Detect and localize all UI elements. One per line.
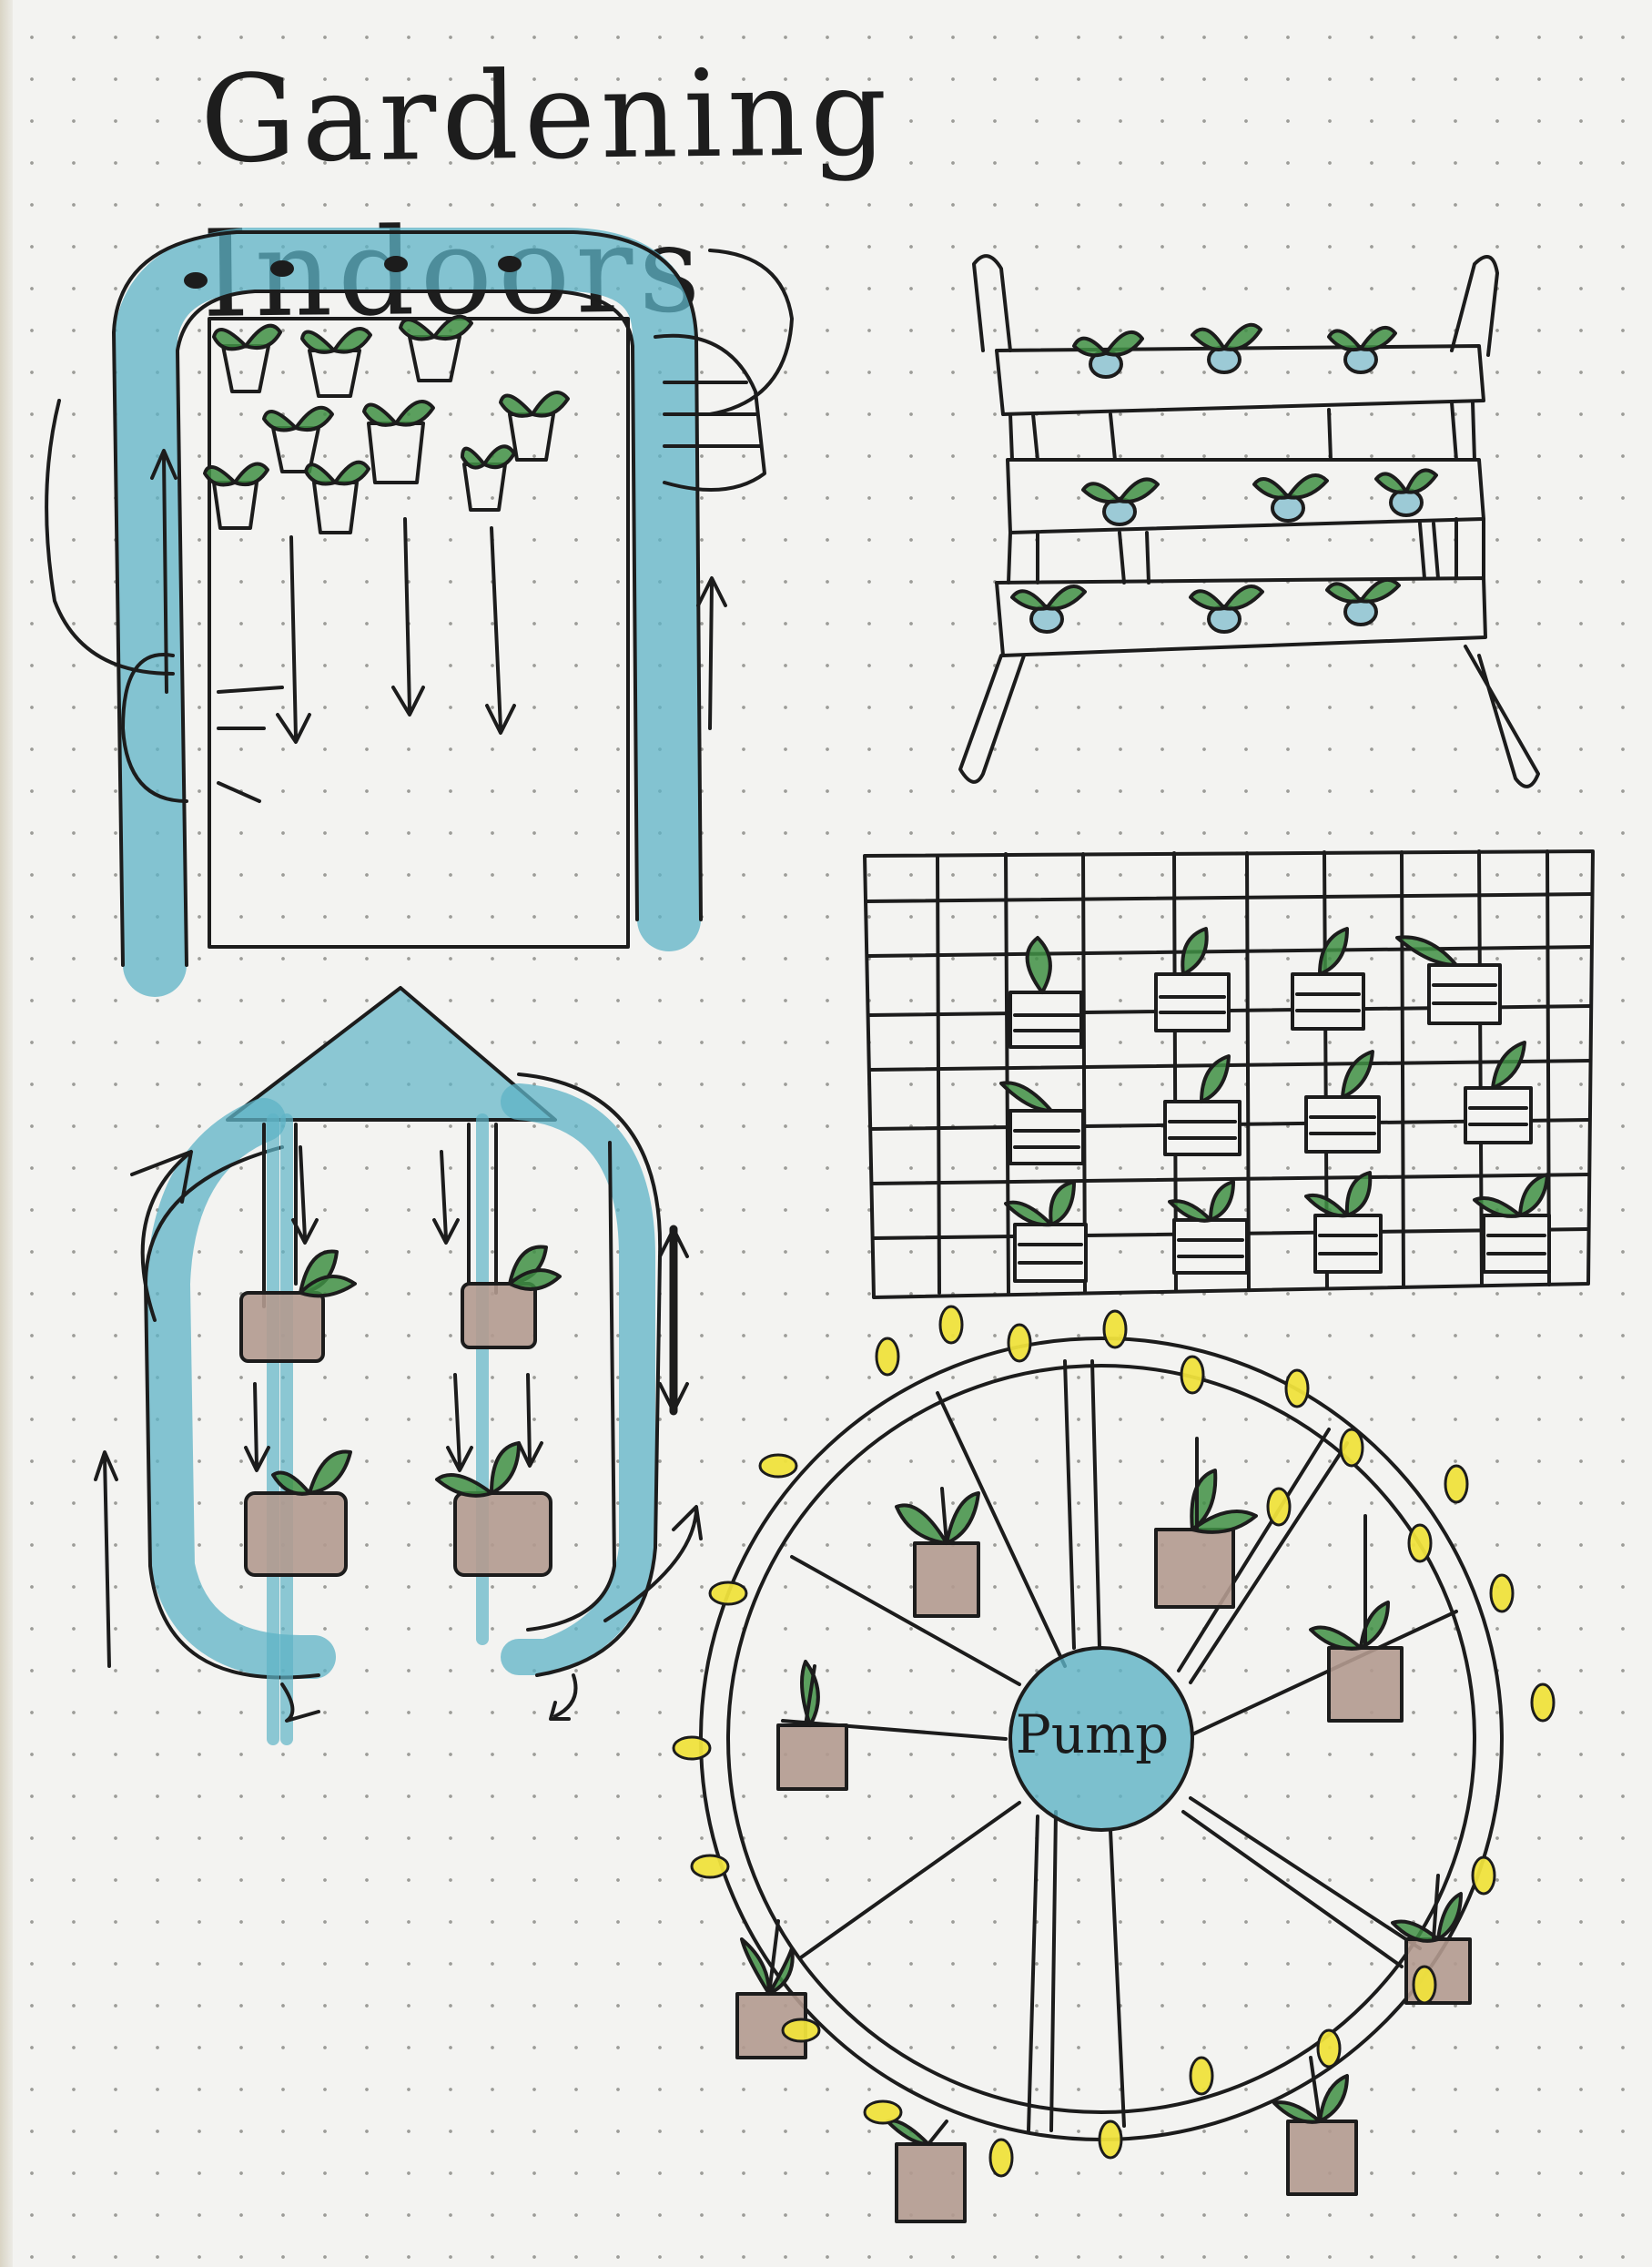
page-binding-edge <box>0 0 13 2267</box>
flow-arrows-down <box>278 519 514 742</box>
wheel-pots <box>737 1530 1470 2221</box>
sketch-canopy-loop <box>91 983 746 1739</box>
plant-pot <box>364 402 433 483</box>
sketch-pump-wheel <box>692 1320 1620 2249</box>
plant-bulb <box>1376 470 1436 515</box>
sketch-tiered-stand <box>947 246 1602 810</box>
plant-pot <box>400 317 471 381</box>
plant-bulb <box>1074 332 1142 377</box>
pot <box>897 2144 965 2221</box>
sketch-trellis-grid <box>846 838 1611 1347</box>
stand-handle-right <box>1452 257 1497 355</box>
plant-pot <box>306 463 369 533</box>
plant-bulb <box>1329 328 1395 372</box>
pot <box>1156 1530 1233 1607</box>
sketch-arch-wall <box>36 219 837 983</box>
pot <box>246 1493 346 1575</box>
plant-bulb <box>1191 586 1262 632</box>
plant-pot <box>302 329 370 396</box>
pot <box>455 1493 551 1575</box>
pot <box>462 1284 535 1347</box>
plant-pot <box>462 446 514 510</box>
wall-plants <box>205 317 568 533</box>
pump-label: Pump <box>1001 1693 1183 1775</box>
pot <box>915 1543 978 1616</box>
plant-bulb <box>1254 475 1327 521</box>
page-title: Gardening Indoors <box>199 30 1384 198</box>
pot <box>778 1725 846 1789</box>
stand-leg-right <box>1465 646 1538 787</box>
pot <box>241 1293 323 1361</box>
plant-pot <box>214 326 280 391</box>
plant-pot <box>264 408 332 472</box>
plant-bulb <box>1327 580 1399 625</box>
plant-bulb <box>1083 479 1158 524</box>
stand-handle-left <box>974 256 1010 351</box>
flow-arrow-up-right <box>698 578 725 728</box>
canopy-leaves <box>273 1247 560 1496</box>
pot <box>1288 2121 1356 2194</box>
pot <box>1329 1648 1402 1721</box>
stand-plants <box>1012 325 1436 632</box>
plant-pot <box>205 464 268 528</box>
plant-bulb <box>1012 586 1085 632</box>
stand-leg-left <box>960 656 1024 782</box>
